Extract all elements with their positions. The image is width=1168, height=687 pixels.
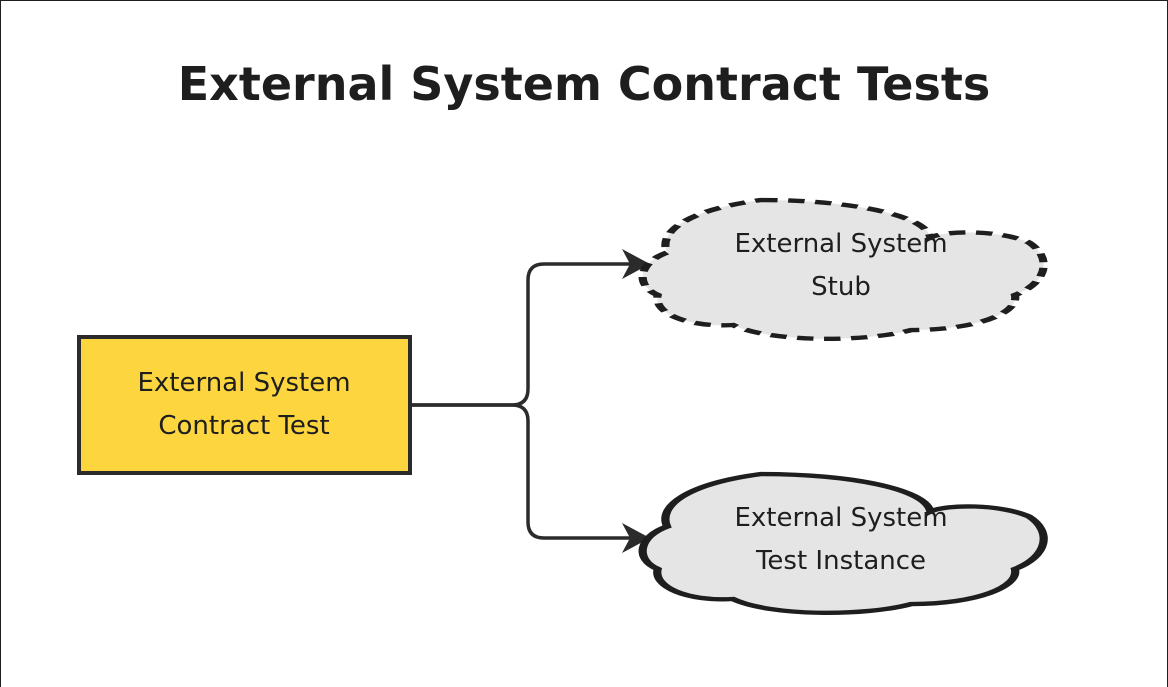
stub-label-line1: External System [734, 229, 948, 259]
contract-test-box [77, 335, 412, 475]
arrowhead-to-test-instance [622, 523, 650, 553]
stub-label-line2: Stub [811, 272, 871, 302]
contract-test-label-line2: Contract Test [158, 411, 330, 441]
arrowhead-to-stub [622, 249, 650, 279]
connector-to-test-instance [411, 403, 632, 540]
contract-test-label: External System Contract Test [78, 362, 410, 448]
diagram-title: External System Contract Tests [177, 57, 991, 111]
test-instance-label-line1: External System [734, 503, 948, 533]
stub-label: External System Stub [690, 223, 992, 309]
test-instance-label: External System Test Instance [690, 497, 992, 583]
test-instance-label-line2: Test Instance [755, 546, 927, 576]
contract-test-label-line1: External System [137, 368, 351, 398]
connector-to-stub [411, 262, 632, 407]
